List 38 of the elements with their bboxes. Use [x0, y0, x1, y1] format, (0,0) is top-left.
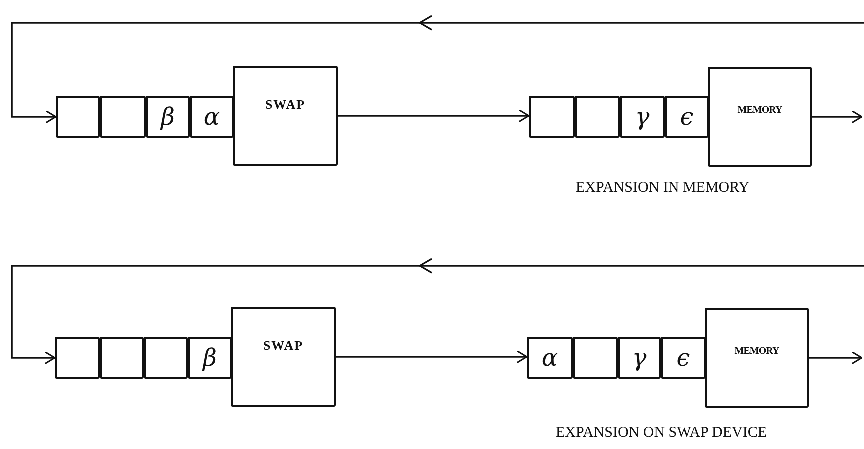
- queue-slot: [100, 337, 144, 379]
- memory-box: [705, 308, 809, 408]
- queue-slot: [527, 337, 573, 379]
- queue-slot: [55, 337, 100, 379]
- process-symbol: γ: [635, 105, 650, 129]
- arrow: [809, 351, 863, 365]
- queue-slot: [56, 96, 100, 138]
- process-symbol: α: [542, 346, 558, 370]
- arrow: [812, 110, 863, 124]
- queue-slot: [144, 337, 188, 379]
- queue-slot: [618, 337, 661, 379]
- process-symbol: α: [204, 105, 220, 129]
- queue-slot: [188, 337, 232, 379]
- queue-slot: [665, 96, 709, 138]
- process-symbol: ϵ: [676, 346, 690, 370]
- swap-box: [231, 307, 336, 407]
- arrow: [336, 350, 528, 364]
- memory-box: [708, 67, 812, 167]
- process-symbol: ϵ: [680, 105, 694, 129]
- box-label: SWAP: [265, 97, 306, 113]
- arrow: [338, 109, 530, 123]
- box-label: SWAP: [263, 338, 304, 354]
- process-symbol: γ: [632, 346, 647, 370]
- queue-slot: [529, 96, 575, 138]
- caption: EXPANSION IN MEMORY: [576, 180, 750, 197]
- queue-slot: [575, 96, 620, 138]
- queue-slot: [661, 337, 706, 379]
- box-label: MEMORY: [734, 346, 780, 356]
- process-symbol: β: [161, 105, 175, 129]
- caption: EXPANSION ON SWAP DEVICE: [556, 425, 767, 442]
- swap-box: [233, 66, 338, 166]
- queue-slot: [190, 96, 234, 138]
- queue-slot: [573, 337, 618, 379]
- queue-slot: [100, 96, 146, 138]
- box-label: MEMORY: [738, 104, 782, 116]
- queue-slot: [620, 96, 665, 138]
- process-symbol: β: [203, 346, 217, 370]
- queue-slot: [146, 96, 190, 138]
